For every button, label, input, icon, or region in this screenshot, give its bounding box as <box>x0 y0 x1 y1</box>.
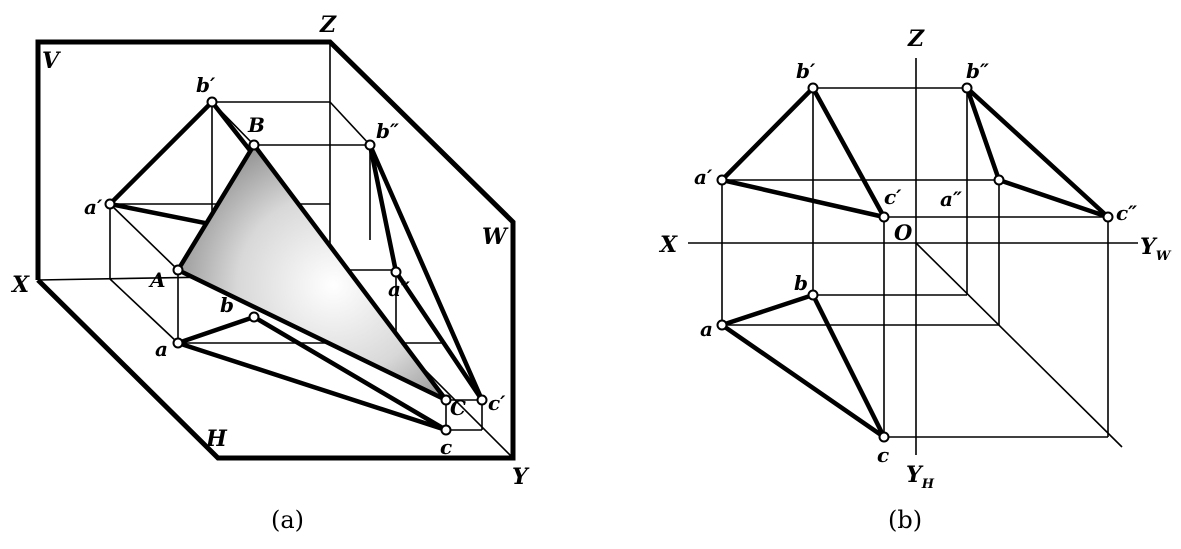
w-projection-b <box>964 85 1111 220</box>
points-b <box>716 82 1114 443</box>
label-b-dprime-b: b″ <box>966 59 989 83</box>
label-Y: Y <box>512 464 530 490</box>
w-projection <box>367 142 485 403</box>
label-c: c <box>440 435 452 459</box>
label-c-dprime-b: c″ <box>1116 201 1137 225</box>
label-c-prime-b: c′ <box>884 185 902 209</box>
label-C: C <box>450 396 466 420</box>
projection-planes-frame <box>35 39 516 461</box>
label-H: H <box>205 426 228 452</box>
label-YH: YH <box>906 462 935 492</box>
label-W: W <box>482 224 509 250</box>
triangle-ABC <box>175 142 449 403</box>
caption-a: (a) <box>271 506 304 534</box>
label-YW: YW <box>1140 234 1172 264</box>
label-a-dprime-b: a″ <box>940 187 962 211</box>
label-c-b: c <box>877 443 889 467</box>
label-a-prime-b: a′ <box>694 165 713 189</box>
label-O: O <box>894 220 913 245</box>
label-b-prime: b′ <box>196 73 216 97</box>
label-A: A <box>148 268 166 292</box>
v-projection-b <box>719 85 887 220</box>
figure-a: V Z W X H Y b′ B b″ a′ A a″ b a C c′ c (… <box>10 12 530 534</box>
diagonal-45 <box>915 242 1123 448</box>
label-Z: Z <box>319 12 337 38</box>
label-X: X <box>10 272 30 298</box>
label-b: b <box>220 293 234 317</box>
label-V: V <box>42 48 61 74</box>
h-projection <box>175 314 449 433</box>
points-a <box>104 96 488 436</box>
label-X-b: X <box>658 232 678 258</box>
label-b-dprime: b″ <box>376 119 399 143</box>
label-a-dprime: a″ <box>388 277 410 301</box>
label-b-b: b <box>794 271 808 295</box>
label-a-b: a <box>700 317 713 341</box>
caption-b: (b) <box>888 506 922 534</box>
label-b-prime-b: b′ <box>796 59 816 83</box>
label-Z-b: Z <box>907 26 925 52</box>
figure-b: Z X O YW YH b′ b″ a′ c′ a″ c″ b a c (b) <box>658 26 1172 534</box>
projection-lines-b <box>721 87 1109 438</box>
h-projection-b <box>719 292 887 440</box>
label-B: B <box>247 113 265 137</box>
label-c-prime: c′ <box>488 391 506 415</box>
label-a-prime: a′ <box>84 195 103 219</box>
label-a: a <box>155 337 168 361</box>
